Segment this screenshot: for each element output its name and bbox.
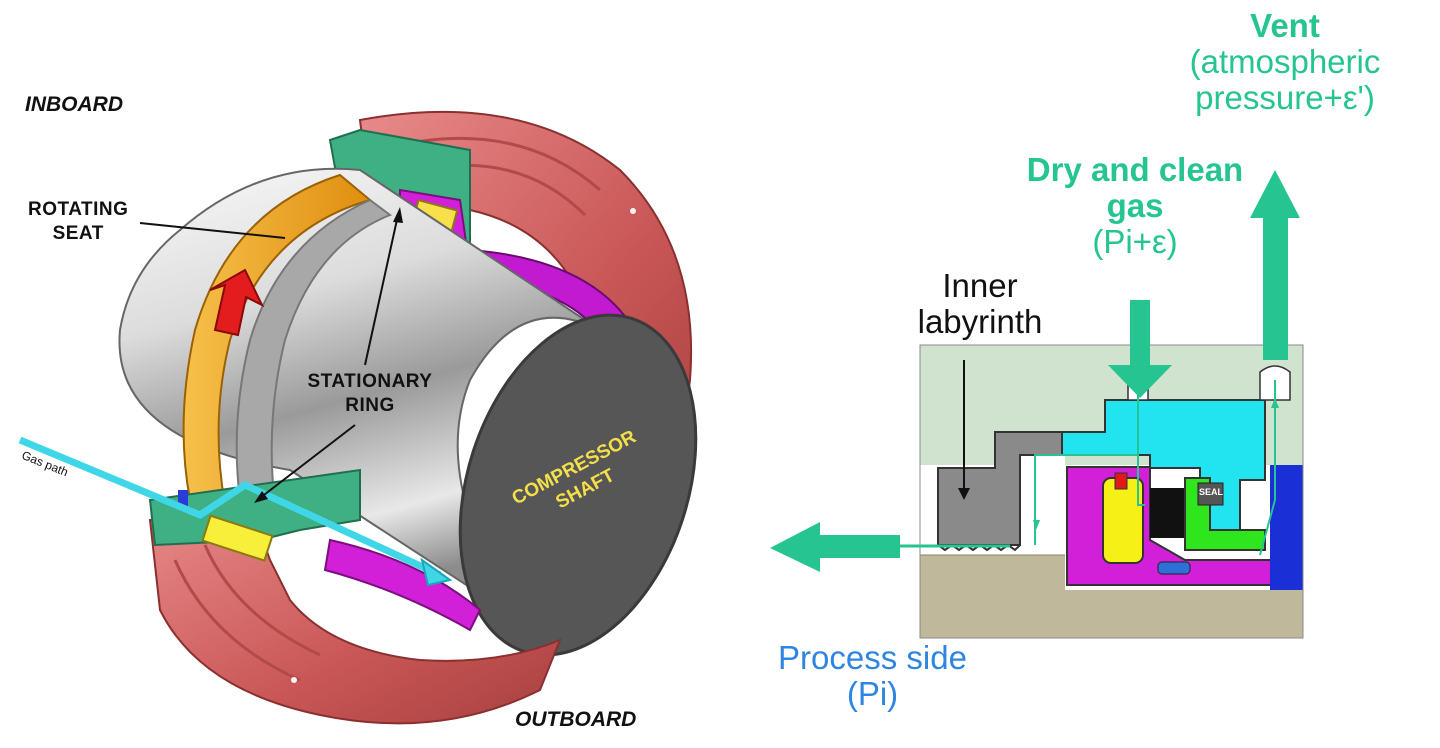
flow-arrow-down-small xyxy=(1033,520,1040,530)
section-blue-oring xyxy=(1157,561,1191,575)
flow-line-inlet xyxy=(1034,380,1145,545)
gas-path-line xyxy=(18,436,442,579)
blue-oring xyxy=(178,490,188,508)
inlet-arrow-icon xyxy=(1108,300,1172,398)
rotating-seat-leader xyxy=(139,222,286,239)
rotating-seat-line2: SEAT xyxy=(52,223,104,244)
outboard-label: OUTBOARD xyxy=(515,708,637,731)
flow-arrow-vent-small xyxy=(1271,398,1279,408)
section-red-dot xyxy=(1114,472,1128,490)
gas-path-arrowhead xyxy=(420,557,453,587)
process-side-line1: Process side xyxy=(778,639,967,676)
housing-bolt-top xyxy=(630,208,636,214)
seal-tag: SEAL xyxy=(1199,487,1224,497)
stationary-ring-line2: RING xyxy=(345,395,395,416)
vent-line1: Vent xyxy=(1250,7,1320,44)
rotating-seat-line1: ROTATING xyxy=(28,199,129,220)
dry-gas-line3: (Pi+ε) xyxy=(1092,223,1178,260)
housing-groove-top xyxy=(399,136,601,192)
seal-section-view xyxy=(919,344,1304,639)
vent-line3: pressure+ε') xyxy=(1195,79,1375,116)
dry-gas-line1: Dry and clean xyxy=(1026,151,1244,188)
inner-labyrinth-line2: labyrinth xyxy=(917,303,1043,340)
stationary-ring-line1: STATIONARY xyxy=(307,371,433,392)
stationary-ring-arrow-bottom xyxy=(254,491,268,503)
inner-labyrinth-arrow xyxy=(958,488,970,500)
magenta-carrier-front xyxy=(323,538,482,632)
inboard-label: INBOARD xyxy=(25,93,123,116)
stationary-ring-arrow-top xyxy=(393,207,403,223)
dry-gas-line2: gas xyxy=(1106,187,1164,224)
outer-housing-front xyxy=(148,503,562,725)
yellow-pin-front xyxy=(201,514,274,562)
green-housing-front xyxy=(148,468,361,547)
section-black-face xyxy=(1150,488,1190,538)
section-spring-coil xyxy=(1197,482,1224,506)
housing-bolt-front xyxy=(291,677,297,683)
rotation-arrow-icon xyxy=(209,268,265,337)
dry-gas-label: Dry and clean gas (Pi+ε) xyxy=(1000,152,1270,260)
flow-line-vent xyxy=(1259,380,1276,556)
inner-labyrinth-label: Inner labyrinth xyxy=(900,268,1060,340)
seal-3d-view xyxy=(18,110,698,725)
stationary-ring-leader-bottom xyxy=(259,424,356,499)
process-side-label: Process side (Pi) xyxy=(755,640,990,712)
process-side-line2: (Pi) xyxy=(846,675,899,712)
section-border xyxy=(919,344,1304,639)
vent-arrow-icon xyxy=(1250,170,1300,360)
vent-label: Vent (atmospheric pressure+ε') xyxy=(1160,8,1410,116)
stationary-ring-label: STATIONARY RING xyxy=(300,370,440,418)
process-arrow-icon xyxy=(770,522,900,572)
inner-labyrinth-line1: Inner xyxy=(942,267,1018,304)
housing-groove-front-2 xyxy=(203,544,321,657)
rotating-seat-label: ROTATING SEAT xyxy=(28,198,128,246)
vent-line2: (atmospheric xyxy=(1189,43,1381,80)
housing-groove-front xyxy=(173,559,301,682)
stationary-ring-leader-top xyxy=(364,214,399,366)
